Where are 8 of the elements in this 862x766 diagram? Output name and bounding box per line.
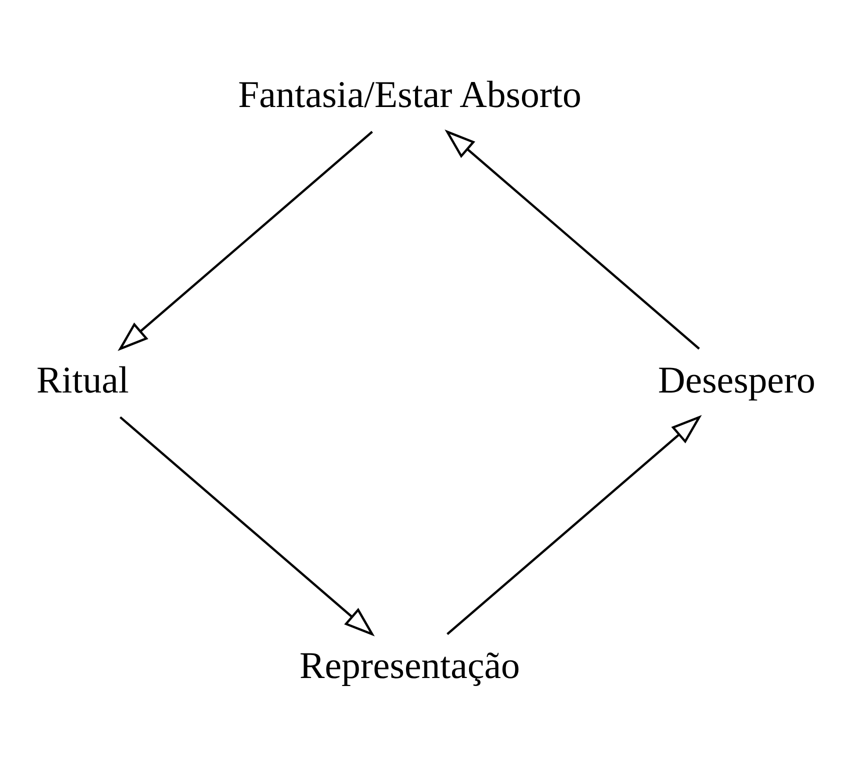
node-text: Fantasia/Estar Absorto — [238, 74, 582, 116]
arrow — [120, 416, 375, 636]
node-text: Representação — [300, 644, 520, 687]
node-text: Desespero — [658, 359, 816, 402]
node-text: Ritual — [36, 359, 129, 402]
arrow — [444, 130, 700, 350]
arrow — [446, 414, 702, 636]
arrow — [118, 130, 373, 351]
